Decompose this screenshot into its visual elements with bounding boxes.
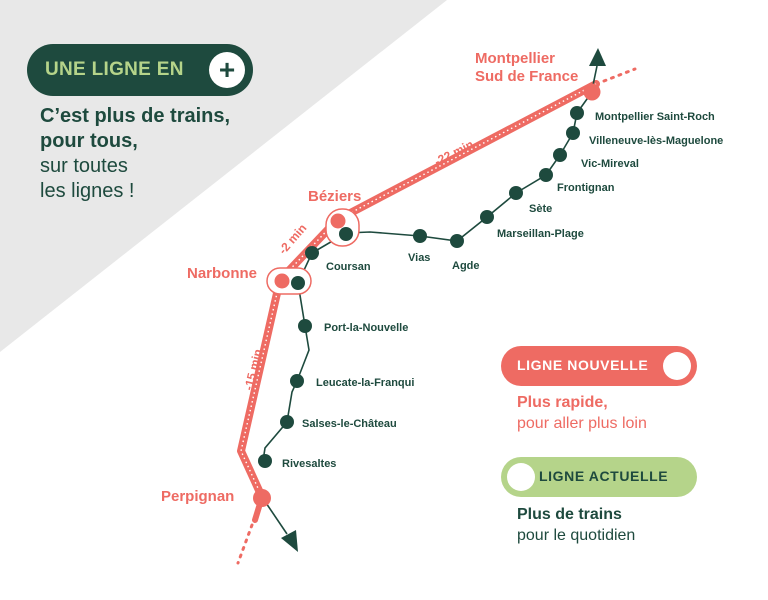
label-leucate: Leucate-la-Franqui xyxy=(316,377,414,389)
stop-narbonne-current xyxy=(291,276,305,290)
beziers-new-stop xyxy=(330,213,346,229)
arrow-south-icon xyxy=(281,530,298,552)
legend-current-line-label: LIGNE ACTUELLE xyxy=(539,468,669,484)
stop-marseillan xyxy=(480,210,494,224)
extension-south xyxy=(236,523,254,565)
stop-montpellier-saint-roch xyxy=(570,106,584,120)
montpellier-sud-stop xyxy=(583,83,601,101)
extension-north xyxy=(602,67,637,83)
stop-salses xyxy=(280,415,294,429)
stop-frontignan xyxy=(539,168,553,182)
headline-line-1: C’est plus de trains, xyxy=(40,105,231,127)
stop-sete xyxy=(509,186,523,200)
label-vic-mireval: Vic-Mireval xyxy=(581,158,639,170)
legend-new-line-title: Plus rapide, xyxy=(517,394,608,411)
label-coursan: Coursan xyxy=(326,261,371,273)
stop-villeneuve xyxy=(566,126,580,140)
label-salses: Salses-le-Château xyxy=(302,418,397,430)
banner-label: UNE LIGNE EN xyxy=(45,59,184,80)
label-narbonne: Narbonne xyxy=(187,265,257,282)
legend-new-line-label: LIGNE NOUVELLE xyxy=(517,357,649,373)
legend-new-line: LIGNE NOUVELLE xyxy=(501,346,697,386)
label-marseillan: Marseillan-Plage xyxy=(497,228,584,240)
arrow-north-icon xyxy=(589,48,606,66)
label-montpellier-saint-roch: Montpellier Saint-Roch xyxy=(595,111,715,123)
legend-current-line-dot xyxy=(507,463,535,491)
beziers-hub xyxy=(325,208,360,247)
une-ligne-en-plus-banner: UNE LIGNE EN + xyxy=(27,44,253,96)
label-frontignan: Frontignan xyxy=(557,182,615,194)
legend-new-line-subtitle: pour aller plus loin xyxy=(517,415,647,432)
narbonne-new-stop xyxy=(274,273,290,289)
headline-line-3: sur toutes xyxy=(40,155,128,177)
legend-new-line-text: Plus rapide, pour aller plus loin xyxy=(517,392,647,434)
legend-current-line-title: Plus de trains xyxy=(517,506,622,523)
legend-current-line-text: Plus de trains pour le quotidien xyxy=(517,504,635,546)
current-line-stops xyxy=(258,106,584,468)
stop-coursan xyxy=(305,246,319,260)
stop-vias xyxy=(413,229,427,243)
perpignan-stop xyxy=(253,489,271,507)
legend-current-line: LIGNE ACTUELLE xyxy=(501,457,697,497)
label-beziers: Béziers xyxy=(308,188,361,205)
label-sete: Sète xyxy=(529,203,552,215)
label-vias: Vias xyxy=(408,252,430,264)
plus-icon: + xyxy=(209,52,245,88)
label-agde: Agde xyxy=(452,260,480,272)
headline-line-4: les lignes ! xyxy=(40,180,135,202)
label-port-la-nouvelle: Port-la-Nouvelle xyxy=(324,322,408,334)
new-line-inner-dots xyxy=(240,83,597,498)
label-montpellier-2: Sud de France xyxy=(475,68,578,85)
time-montpellier-beziers: -22 min xyxy=(432,137,476,169)
label-villeneuve: Villeneuve-lès-Maguelone xyxy=(589,135,723,147)
headline-line-2: pour tous, xyxy=(40,130,138,152)
headline: C’est plus de trains, pour tous, sur tou… xyxy=(40,104,230,204)
legend-new-line-dot xyxy=(663,352,691,380)
stop-port-la-nouvelle xyxy=(298,319,312,333)
label-rivesaltes: Rivesaltes xyxy=(282,458,336,470)
stop-leucate xyxy=(290,374,304,388)
legend-current-line-subtitle: pour le quotidien xyxy=(517,527,636,544)
label-perpignan: Perpignan xyxy=(161,488,234,505)
stop-beziers-current xyxy=(339,227,353,241)
stop-rivesaltes xyxy=(258,454,272,468)
label-montpellier-1: Montpellier xyxy=(475,50,555,67)
stop-agde xyxy=(450,234,464,248)
stop-vic-mireval xyxy=(553,148,567,162)
